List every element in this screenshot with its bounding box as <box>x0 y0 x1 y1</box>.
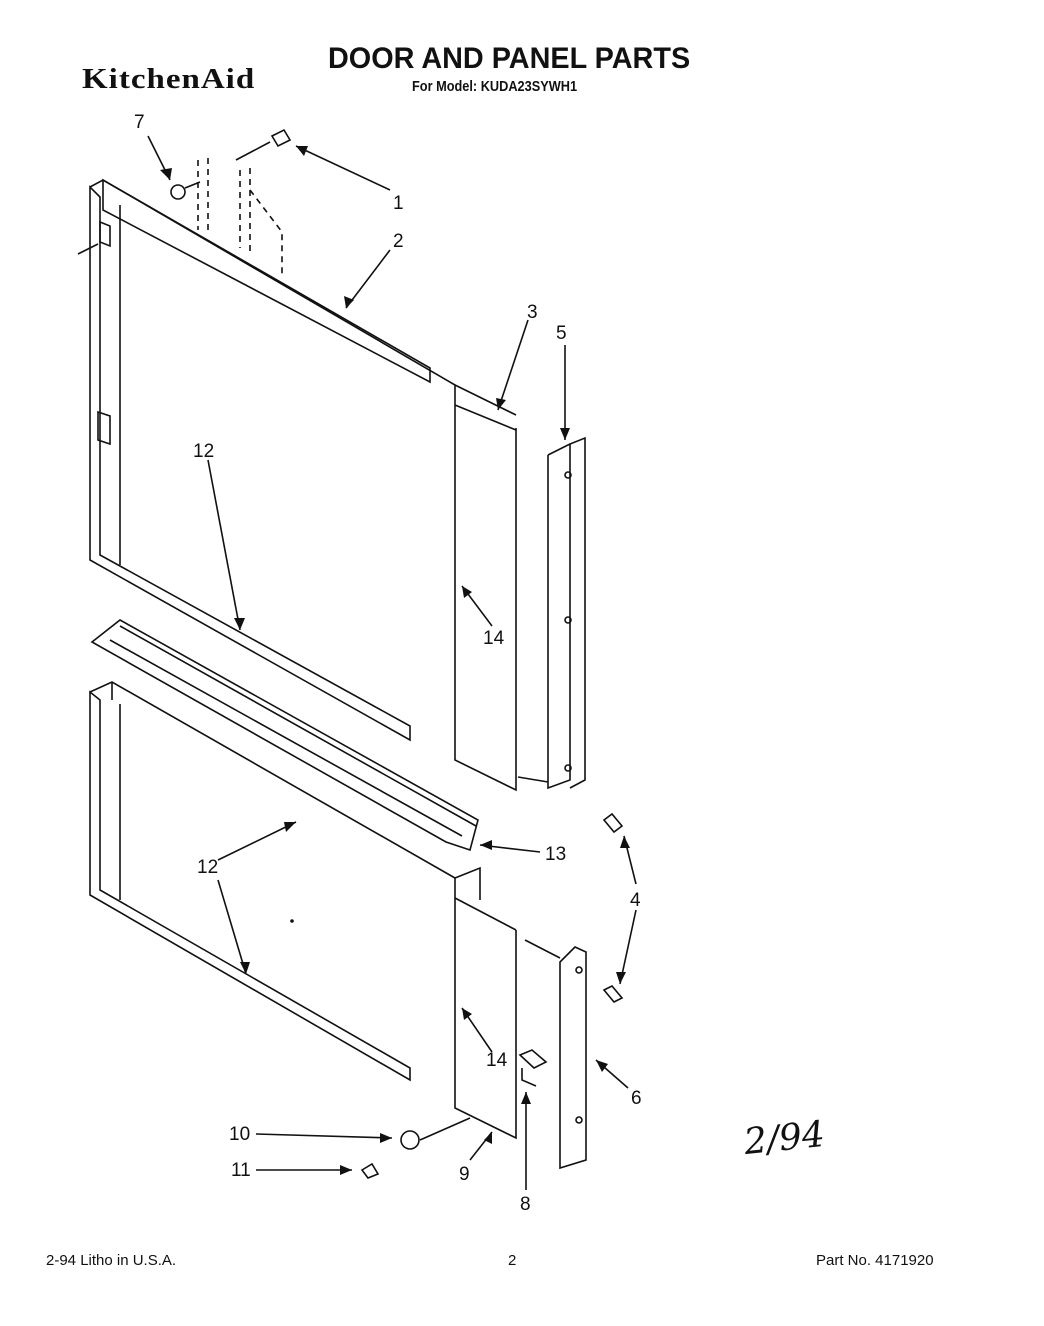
screw-11-icon <box>360 1162 380 1179</box>
nut-7-icon <box>170 184 186 200</box>
footer-litho: 2-94 Litho in U.S.A. <box>46 1252 177 1269</box>
screw-1-icon <box>235 128 292 161</box>
callout-14-lower: 14 <box>486 1050 508 1071</box>
footer-page-number: 2 <box>508 1252 517 1269</box>
handwritten-note: 2/94 <box>742 1113 827 1164</box>
side-strip-6 <box>559 946 587 1170</box>
callout-4: 4 <box>630 890 641 911</box>
footer-part-number: Part No. 4171920 <box>816 1252 934 1269</box>
latch-8-icon <box>518 1049 548 1087</box>
callout-3: 3 <box>527 302 538 323</box>
callout-12-lower: 12 <box>197 857 218 878</box>
callout-10: 10 <box>229 1124 250 1145</box>
callout-9: 9 <box>459 1164 470 1185</box>
callout-1: 1 <box>393 193 404 214</box>
screw-4-lower-icon <box>602 985 624 1003</box>
hidden-bracket <box>197 158 283 275</box>
lower-door-frame <box>89 690 411 1082</box>
callout-2: 2 <box>393 231 404 252</box>
washer-10-icon <box>400 1130 420 1150</box>
lower-door-outer <box>89 681 517 1140</box>
screw-4-upper-icon <box>602 812 624 834</box>
leader-lines <box>147 135 637 1190</box>
callout-12-upper: 12 <box>193 441 214 462</box>
upper-door-frame <box>89 185 411 742</box>
model-line: For Model: KUDA23SYWH1 <box>412 78 578 95</box>
page-title: DOOR AND PANEL PARTS <box>328 42 691 75</box>
callout-11: 11 <box>231 1160 251 1181</box>
callout-7: 7 <box>134 112 145 133</box>
upper-bracket-slot <box>99 220 111 248</box>
side-strip-5 <box>547 436 586 790</box>
upper-door-outer <box>89 179 517 792</box>
upper-door-top-rail <box>102 178 431 384</box>
callout-5: 5 <box>556 323 567 344</box>
arrowheads <box>160 146 630 1175</box>
trim-piece-13 <box>90 619 479 852</box>
callout-8: 8 <box>520 1194 531 1215</box>
callout-14-upper: 14 <box>483 628 505 649</box>
callout-6: 6 <box>631 1088 642 1109</box>
upper-bracket-slot-lower <box>97 410 111 446</box>
callout-13: 13 <box>545 844 566 865</box>
brand-logo: KitchenAid <box>82 64 256 95</box>
